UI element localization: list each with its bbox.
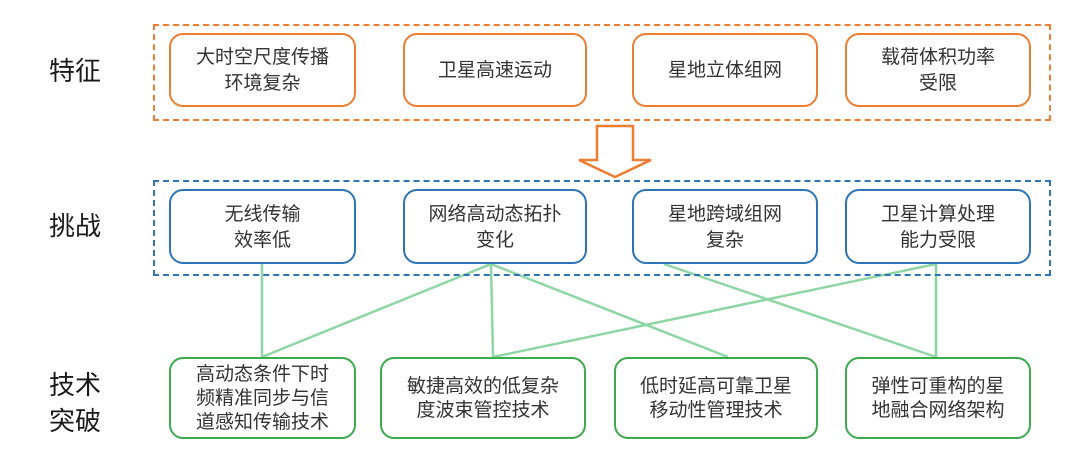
connector-lines bbox=[260, 262, 938, 359]
down-arrow-icon bbox=[578, 124, 652, 179]
connector-line-challenge-3-to-tech-4 bbox=[663, 262, 937, 359]
tech-box-3: 低时延高可靠卫星 移动性管理技术 bbox=[614, 357, 818, 439]
feature-box-2: 卫星高速运动 bbox=[403, 33, 587, 107]
row-label-challenges: 挑战 bbox=[48, 212, 101, 242]
connector-line-challenge-2-to-tech-2 bbox=[489, 263, 495, 358]
features-group bbox=[153, 24, 1051, 121]
feature-box-3: 星地立体组网 bbox=[632, 33, 818, 107]
tech-box-1: 高动态条件下时 频精准同步与信 道感知传输技术 bbox=[169, 357, 356, 439]
challenge-box-3: 星地跨域组网 复杂 bbox=[632, 189, 818, 264]
connector-line-challenge-4-to-tech-2 bbox=[492, 262, 937, 359]
connector-line-challenge-2-to-tech-3 bbox=[490, 262, 729, 359]
tech-box-4: 弹性可重构的星 地融合网络架构 bbox=[845, 357, 1031, 439]
feature-box-1: 大时空尺度传播 环境复杂 bbox=[169, 33, 356, 107]
connector-line-challenge-2-to-tech-1 bbox=[261, 262, 492, 359]
row-label-features: 特征 bbox=[48, 57, 101, 87]
feature-box-4: 载荷体积功率 受限 bbox=[845, 33, 1031, 107]
challenge-box-2: 网络高动态拓扑 变化 bbox=[403, 189, 587, 264]
tech-box-2: 敏捷高效的低复杂 度波束管控技术 bbox=[380, 357, 586, 439]
challenge-box-1: 无线传输 效率低 bbox=[169, 189, 356, 264]
challenges-group bbox=[153, 180, 1051, 276]
row-label-technologies: 技术 突破 bbox=[48, 371, 101, 437]
challenge-box-4: 卫星计算处理 能力受限 bbox=[845, 189, 1031, 264]
